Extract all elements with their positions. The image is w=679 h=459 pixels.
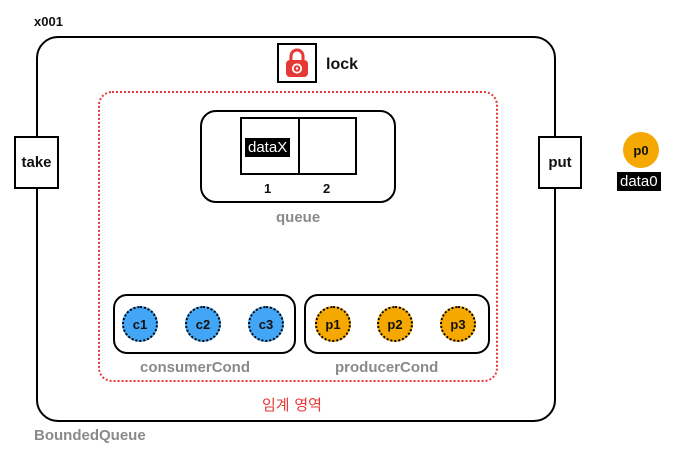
producer-cond-label: producerCond bbox=[335, 359, 439, 376]
critical-section bbox=[98, 91, 498, 382]
queue-box bbox=[200, 110, 396, 203]
producer-thread-p2: p2 bbox=[377, 306, 413, 342]
producer-thread-p1: p1 bbox=[315, 306, 351, 342]
waiting-thread-data: data0 bbox=[617, 172, 661, 191]
consumer-thread-c1: c1 bbox=[122, 306, 158, 342]
queue-slot-1-index: 1 bbox=[264, 181, 272, 196]
consumer-cond-box bbox=[113, 294, 296, 354]
lock-icon bbox=[286, 48, 308, 77]
queue-slot-2-index: 2 bbox=[323, 181, 331, 196]
waiting-producer-thread: p0 bbox=[623, 132, 659, 168]
consumer-cond-label: consumerCond bbox=[140, 359, 251, 376]
put-method: put bbox=[538, 136, 582, 189]
object-id: x001 bbox=[34, 14, 63, 29]
critical-section-label: 임계 영역 bbox=[262, 396, 322, 414]
lock-label: lock bbox=[326, 56, 359, 73]
class-name: BoundedQueue bbox=[34, 427, 146, 444]
take-method: take bbox=[14, 136, 59, 189]
queue-slot-2 bbox=[298, 117, 357, 175]
consumer-thread-c2: c2 bbox=[185, 306, 221, 342]
queue-label: queue bbox=[276, 209, 321, 226]
queue-slot-1-value: dataX bbox=[245, 138, 291, 157]
consumer-thread-c3: c3 bbox=[248, 306, 284, 342]
lock-box bbox=[277, 43, 317, 83]
bounded-queue-box bbox=[36, 36, 556, 422]
producer-cond-box bbox=[304, 294, 490, 354]
producer-thread-p3: p3 bbox=[440, 306, 476, 342]
